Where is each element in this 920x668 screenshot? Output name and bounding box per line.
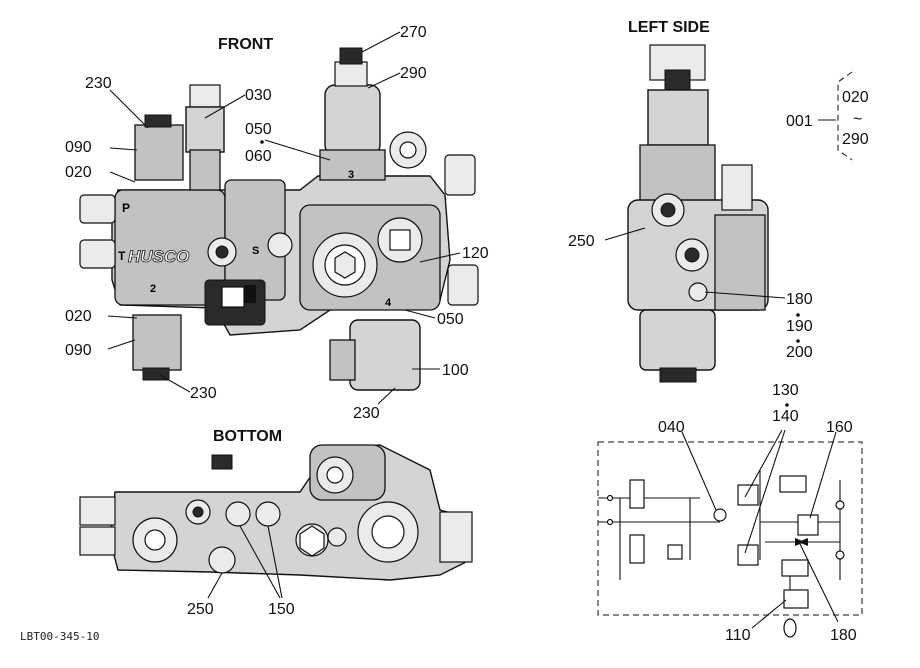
bottom-leader-lines [207,525,283,599]
stamp-port-3: 3 [348,169,354,181]
left-side-callouts: 250 180 190 200 001 020 ~ 290 [568,89,869,361]
figure-code: LBT00-345-10 [20,630,99,643]
stamp-port-4: 4 [385,297,392,309]
front-view-drawing: P T HUSCO 2 3 4 S [79,47,479,391]
stamp-t: T [118,249,126,263]
callout-060: 060 [245,148,272,165]
schematic-callouts: 040 130 140 160 110 180 [658,382,857,644]
callout-050-b: 050 [437,311,464,328]
callout-120: 120 [462,245,489,262]
callout-020-bottom: 020 [65,308,92,325]
stamp-port-2: 2 [150,283,156,295]
callout-200: 200 [786,344,813,361]
callout-050-a: 050 [245,121,272,138]
front-callouts: 230 030 090 020 050 060 270 290 120 020 … [65,24,489,422]
brand-stamp: HUSCO [128,247,189,266]
callout-090-top: 090 [65,139,92,156]
callout-020-top: 020 [65,164,92,181]
callout-180-side: 180 [786,291,813,308]
callout-230-top: 230 [85,75,112,92]
front-leader-lines [107,31,461,405]
callout-230-left: 230 [190,385,217,402]
callout-250-bottom: 250 [187,601,214,618]
callout-110: 110 [725,627,751,644]
view-title-front: FRONT [218,36,273,53]
callout-250-side: 250 [568,233,595,250]
view-title-left-side: LEFT SIDE [628,19,710,36]
schematic-leader-lines [681,429,839,629]
bottom-callouts: 250 150 [187,601,295,618]
stamp-port-s: S [252,245,259,257]
callout-230-bottom: 230 [353,405,380,422]
range-to: 290 [842,131,869,148]
callout-180-schematic: 180 [830,627,857,644]
left-side-view-drawing [627,44,769,383]
callout-150: 150 [268,601,295,618]
callout-040: 040 [658,419,685,436]
range-from: 020 [842,89,869,106]
left-side-leader-lines [604,71,853,299]
callout-030: 030 [245,87,272,104]
callout-090-bottom: 090 [65,342,92,359]
stamp-p: P [122,201,130,215]
hydraulic-schematic [597,441,863,638]
callout-001: 001 [786,113,813,130]
callout-100: 100 [442,362,469,379]
callout-160: 160 [826,419,853,436]
range-separator: ~ [853,111,862,128]
callout-270: 270 [400,24,427,41]
callout-130: 130 [772,382,799,399]
callout-140: 140 [772,408,799,425]
bottom-view-drawing [79,444,473,581]
view-title-bottom: BOTTOM [213,428,282,445]
callout-290: 290 [400,65,427,82]
callout-190: 190 [786,318,813,335]
